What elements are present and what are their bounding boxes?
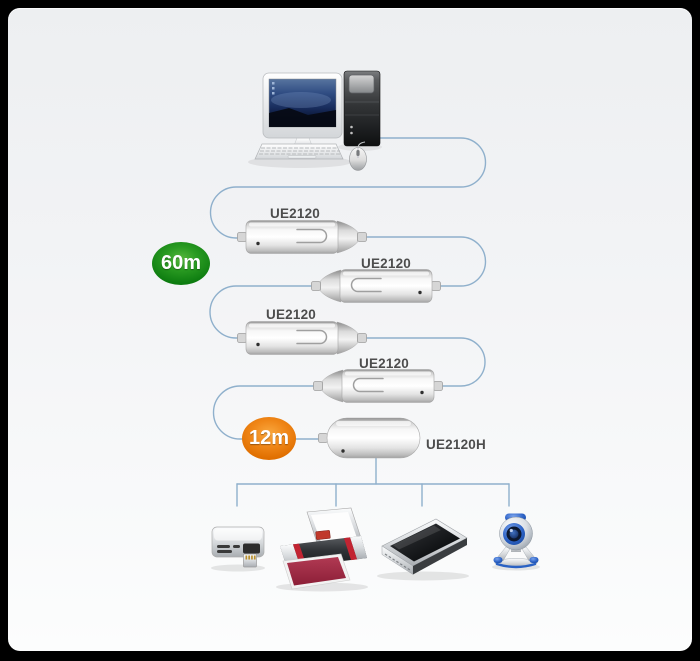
usb-extender-2 (310, 268, 442, 304)
distance-badge-60m: 60m (152, 242, 210, 285)
printer-icon (276, 507, 368, 592)
cable-extender-3-to-4 (366, 337, 486, 387)
computer-monitor-icon (262, 72, 343, 154)
computer-tower-icon (343, 70, 381, 147)
usb-hub (318, 417, 421, 459)
extender-3-label: UE2120 (266, 307, 316, 322)
card-reader-usb-plug (243, 553, 257, 568)
scanner-icon (377, 518, 469, 581)
desktop-computer-icon (248, 70, 382, 171)
cable-extender-4-to-hub (212, 385, 320, 440)
usb-extender-3 (236, 320, 368, 356)
hub-label: UE2120H (426, 437, 486, 452)
extender-2-label: UE2120 (361, 256, 411, 271)
cable-extender-1-to-2 (366, 236, 487, 287)
computer-keyboard-icon (254, 143, 344, 160)
usb-extender-4 (312, 368, 444, 404)
usb-cables (209, 137, 510, 507)
cable-extender-2-to-3 (209, 285, 312, 339)
distance-badge-12m: 12m (242, 417, 296, 460)
usb-extender-1 (236, 219, 368, 255)
extender-1-label: UE2120 (270, 206, 320, 221)
computer-mouse-icon (349, 141, 367, 171)
webcam-icon (492, 513, 540, 571)
cable-pc-to-extender-1 (209, 137, 487, 239)
card-reader-icon (211, 526, 265, 572)
extender-4-label: UE2120 (359, 356, 409, 371)
